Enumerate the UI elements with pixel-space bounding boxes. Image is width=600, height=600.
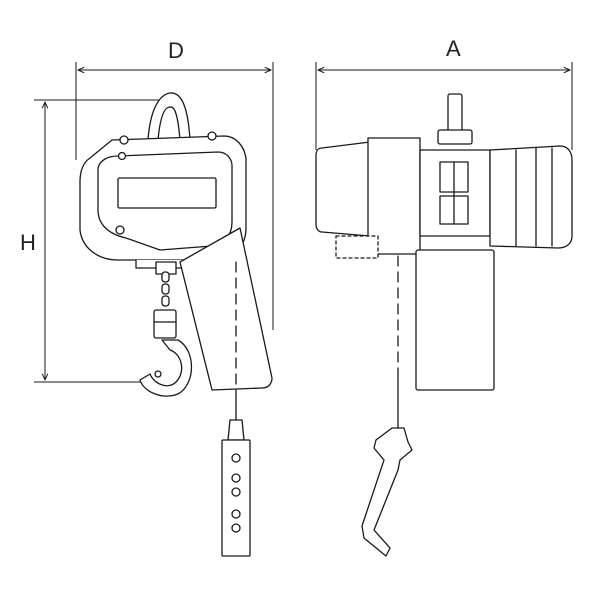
dim-label-d: D	[168, 38, 184, 63]
load-chain	[161, 271, 170, 307]
chain-link	[161, 271, 170, 283]
end-cover	[489, 145, 573, 249]
pendant-controller-side	[361, 427, 413, 557]
chain-link	[161, 295, 170, 307]
top-shaft	[447, 93, 463, 135]
bolt-mid-left	[117, 151, 127, 161]
motor-cover	[315, 141, 371, 237]
pendant-button-1	[231, 453, 241, 463]
hook-block	[153, 309, 177, 339]
bolt-bottom-left	[115, 225, 125, 235]
load-hook	[139, 339, 192, 397]
dim-label-h: H	[20, 230, 36, 255]
pendant-button-5	[231, 523, 241, 533]
controller-box	[415, 249, 495, 391]
nameplate	[117, 177, 217, 209]
chain-outlet	[335, 235, 379, 259]
controller-arm	[179, 227, 273, 391]
frame-plate	[367, 137, 421, 255]
pendant-button-3	[231, 487, 241, 497]
pendant-strain-relief	[227, 419, 245, 441]
pendant-button-2	[231, 473, 241, 483]
hook-pin	[154, 370, 162, 378]
hoist-front-view	[315, 93, 573, 557]
pendant-controller	[221, 439, 251, 557]
bolt-top-right	[207, 131, 217, 141]
pendant-button-4	[231, 509, 241, 519]
dimension-lines	[34, 62, 573, 383]
bolt-top-left	[119, 135, 129, 145]
chain-link	[161, 283, 170, 295]
hoist-side-view	[79, 92, 273, 557]
top-shaft-collar	[437, 129, 473, 145]
dim-label-a: A	[446, 36, 461, 61]
